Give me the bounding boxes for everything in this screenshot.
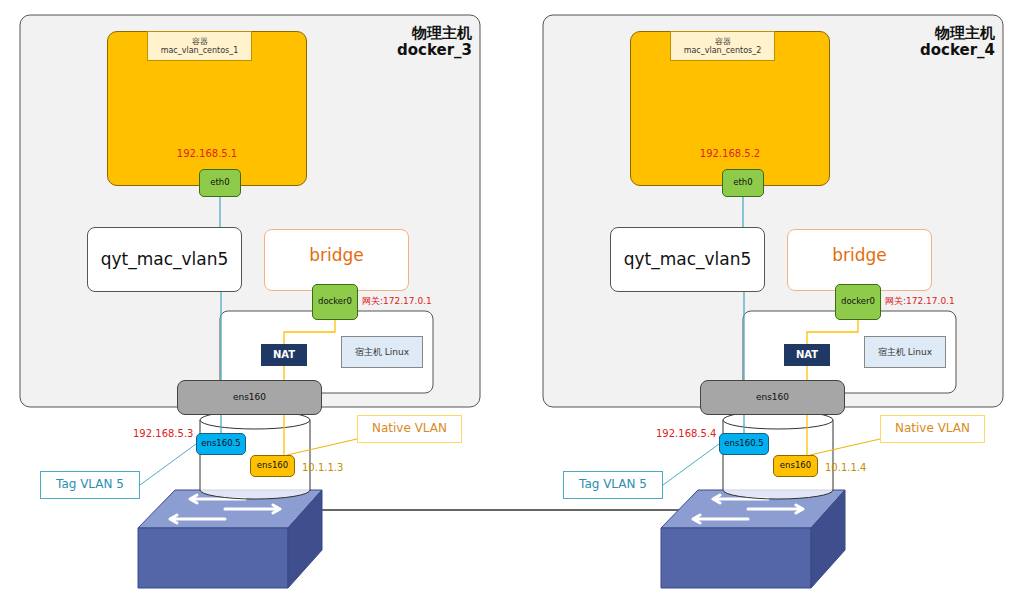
ip-label: 192.168.5.3 <box>133 428 193 439</box>
node-text: eth0 <box>210 178 229 188</box>
network-box: bridge <box>787 229 932 291</box>
network-box: bridge <box>264 229 409 291</box>
physical-nic-bar: ens160 <box>700 380 845 415</box>
connector-line <box>219 197 220 227</box>
gateway-label: 网关:172.17.0.1 <box>362 297 432 307</box>
network-box: qyt_mac_vlan5 <box>87 227 242 292</box>
node-text: 宿主机 Linux <box>344 347 420 357</box>
container-box: 容器 mac_vlan_centos_2 eth0 192.168.5.2 <box>630 31 830 186</box>
connector-line <box>663 444 719 485</box>
node-text: 容器 mac_vlan_centos_1 <box>152 37 248 55</box>
gateway-label: 网关:172.17.0.1 <box>885 297 955 307</box>
connector <box>284 320 335 344</box>
switch-link <box>322 509 679 511</box>
node-text: NAT <box>796 349 818 361</box>
host-background <box>20 15 480 588</box>
node-text: 物理主机 docker_3 <box>390 25 472 60</box>
subinterface-chip: ens160.5 <box>719 433 769 455</box>
callout-box: Native VLAN <box>357 415 462 443</box>
node-text: ens160.5 <box>201 439 240 449</box>
interface-box: eth0 <box>199 169 241 197</box>
ip-label: 10.1.1.4 <box>825 462 866 473</box>
node-text: docker0 <box>841 297 875 307</box>
host-os-box: 宿主机 Linux <box>341 336 423 368</box>
node-text: bridge <box>309 246 364 266</box>
container-name-label: 容器 mac_vlan_centos_1 <box>147 31 252 61</box>
interface-chip: ens160 <box>773 455 818 477</box>
container-box: 容器 mac_vlan_centos_1 eth0 192.168.5.1 <box>107 31 307 186</box>
node-text: 物理主机 docker_4 <box>913 25 995 60</box>
connector-line <box>742 197 743 227</box>
callout-box: Tag VLAN 5 <box>40 471 140 499</box>
connector-line <box>287 439 357 455</box>
connector <box>287 439 357 455</box>
connector-line <box>810 439 880 455</box>
nat-box: NAT <box>261 344 307 366</box>
node-text: ens160 <box>233 392 266 402</box>
ip-label: 192.168.5.4 <box>656 428 716 439</box>
node-text: eth0 <box>733 178 752 188</box>
node-text: Tag VLAN 5 <box>56 478 124 492</box>
callout-box: Native VLAN <box>880 415 985 443</box>
node-text: ens160.5 <box>724 439 763 449</box>
subinterface-chip: ens160.5 <box>196 433 246 455</box>
connector-line <box>284 320 335 344</box>
connector <box>220 197 221 227</box>
host-panel: 容器 mac_vlan_centos_2 eth0 192.168.5.2 qyt_m… <box>543 15 1003 407</box>
node-text: qyt_mac_vlan5 <box>624 250 752 270</box>
interface-chip: ens160 <box>250 455 295 477</box>
ip-label: 10.1.1.3 <box>302 462 343 473</box>
node-text: bridge <box>832 246 887 266</box>
connector <box>810 439 880 455</box>
connector-line <box>140 444 196 485</box>
node-text: Native VLAN <box>372 422 447 436</box>
node-text: 宿主机 Linux <box>867 347 943 357</box>
physical-nic-bar: ens160 <box>177 380 322 415</box>
interface-box: eth0 <box>722 169 764 197</box>
connector-line <box>807 320 858 344</box>
interface-box: docker0 <box>835 284 881 320</box>
node-text: ens160 <box>780 461 811 471</box>
host-background <box>543 15 1003 588</box>
container-name-label: 容器 mac_vlan_centos_2 <box>670 31 775 61</box>
connector <box>807 320 858 344</box>
node-text: 192.168.5.2 <box>700 148 760 160</box>
node-text: Native VLAN <box>895 422 970 436</box>
nat-box: NAT <box>784 344 830 366</box>
connector <box>140 444 196 485</box>
node-text: 容器 mac_vlan_centos_2 <box>675 37 771 55</box>
interface-box: docker0 <box>312 284 358 320</box>
node-text: 192.168.5.1 <box>177 148 237 160</box>
host-os-box: 宿主机 Linux <box>864 336 946 368</box>
node-text: qyt_mac_vlan5 <box>101 250 229 270</box>
node-text: docker0 <box>318 297 352 307</box>
host-panel: 容器 mac_vlan_centos_1 eth0 192.168.5.1 qyt_m… <box>20 15 480 407</box>
node-text: NAT <box>273 349 295 361</box>
network-box: qyt_mac_vlan5 <box>610 227 765 292</box>
connector <box>663 444 719 485</box>
node-text: Tag VLAN 5 <box>579 478 647 492</box>
node-text: ens160 <box>756 392 789 402</box>
connector <box>743 197 744 227</box>
callout-box: Tag VLAN 5 <box>563 471 663 499</box>
node-text: ens160 <box>257 461 288 471</box>
